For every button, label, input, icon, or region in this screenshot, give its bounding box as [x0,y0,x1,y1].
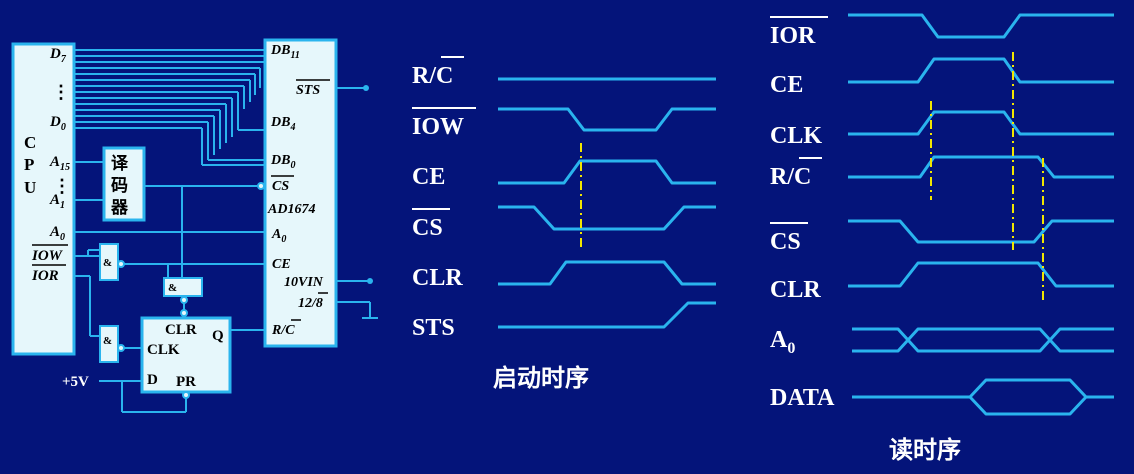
start-wave-cs [498,205,716,231]
adc-pin-db4: DB4 [270,115,295,133]
adc-pin-db0: DB0 [270,153,295,171]
svg-text:P: P [24,155,34,174]
read-label-rc: R/C [770,164,811,190]
read-label-clr: CLR [770,277,821,303]
cpu-pin-ior: IOR [31,268,59,284]
cpu-chip [11,42,76,356]
read-wave-a0 [852,327,1114,353]
start-timing-diagram: R/C IOW CE CS CLR STS 启动时序 [412,56,716,392]
nand-gate-ior [99,325,119,363]
svg-text:&: & [103,335,112,347]
svg-text:U: U [24,178,36,197]
ff-pin-clr: CLR [165,322,197,338]
read-wave-cs [848,219,1114,244]
read-label-cs: CS [770,229,801,255]
ff-pin-q: Q [212,328,224,344]
decoder-char-1: 译 [111,154,129,174]
read-wave-data [852,378,1114,416]
adc-name: AD1674 [267,202,315,217]
supply-label: +5V [62,374,89,390]
start-label-rc: R/C [412,63,453,89]
adc-pin-sts: STS [296,83,320,98]
start-wave-sts [498,301,716,329]
decoder-char-3: 器 [110,198,129,218]
svg-text:&: & [168,282,177,294]
ff-pin-d: D [147,372,158,388]
start-wave-iow [498,107,716,132]
cpu-dots-mid: ⋮ [53,176,71,196]
read-wave-clk [848,110,1114,136]
read-timing-title: 读时序 [889,436,961,464]
read-label-clk: CLK [770,123,822,149]
read-label-a0: A0 [770,327,795,357]
read-label-ce: CE [770,72,803,98]
adc-pin-ce: CE [272,257,291,272]
flipflop-chip [140,316,232,394]
adc-pin-vin: 10VIN [284,275,324,290]
start-wave-ce [498,159,716,185]
read-wave-clr [848,261,1114,288]
read-timing-diagram: IOR CE CLK R/C CS CLR A0 DATA 读时序 [770,13,1114,464]
decoder-block [102,146,146,222]
start-label-clr: CLR [412,265,463,291]
start-label-iow: IOW [412,114,464,140]
start-timing-title: 启动时序 [493,364,589,392]
read-signal-labels: IOR CE CLK R/C CS CLR A0 DATA [770,16,835,411]
read-label-ior: IOR [770,23,816,49]
start-wave-clr [498,260,716,286]
data-bus-wires [74,49,265,166]
adc-pin-bits: 12/8 [298,296,323,311]
ff-pin-pr: PR [176,374,196,390]
ff-pin-clk: CLK [147,342,180,358]
read-wave-ior [848,13,1114,39]
start-label-cs: CS [412,215,443,241]
adc-chip [263,38,338,348]
read-wave-rc [848,155,1114,179]
cpu-label: C [24,133,36,152]
read-label-data: DATA [770,385,835,411]
decoder-char-2: 码 [111,176,128,196]
svg-text:&: & [103,257,112,269]
adc-pin-rc: R/C [271,323,295,338]
start-label-ce: CE [412,164,445,190]
adc-pin-cs: CS [272,179,289,194]
read-wave-ce [848,57,1114,84]
circuit-schematic: C P U D7 ⋮ D0 A15 ⋮ A1 A0 IOW IOR 译 码 器 … [11,38,378,413]
start-label-sts: STS [412,315,455,341]
start-signal-labels: R/C IOW CE CS CLR STS [412,56,476,341]
and-gate-clr [163,277,203,297]
cpu-dots-top: ⋮ [52,82,70,102]
cpu-pin-iow: IOW [31,248,64,264]
